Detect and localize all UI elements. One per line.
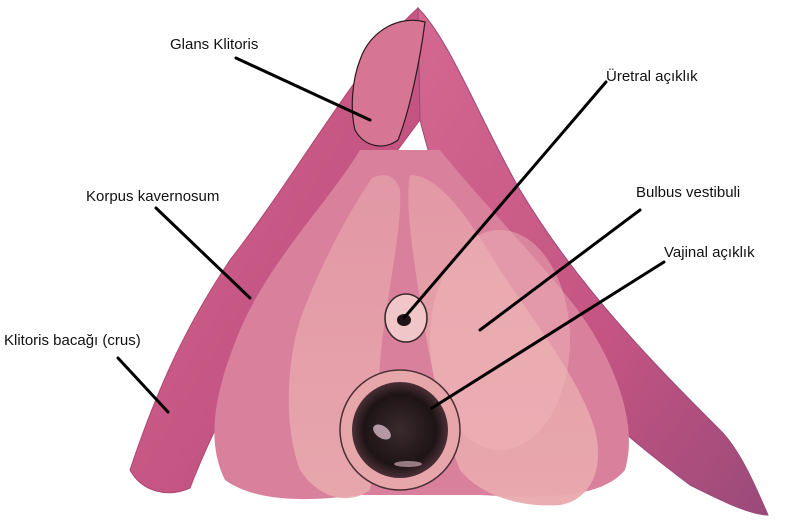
label-klitoris-bacagi: Klitoris bacağı (crus)	[4, 332, 141, 350]
label-korpus-kavernosum: Korpus kavernosum	[86, 188, 219, 206]
label-vajinal-aciklik: Vajinal açıklık	[664, 244, 755, 262]
label-uretral-aciklik: Üretral açıklık	[606, 68, 698, 86]
leader-line-crus	[118, 358, 168, 412]
label-bulbus-vestibuli: Bulbus vestibuli	[636, 184, 740, 202]
label-glans-klitoris: Glans Klitoris	[170, 36, 258, 54]
